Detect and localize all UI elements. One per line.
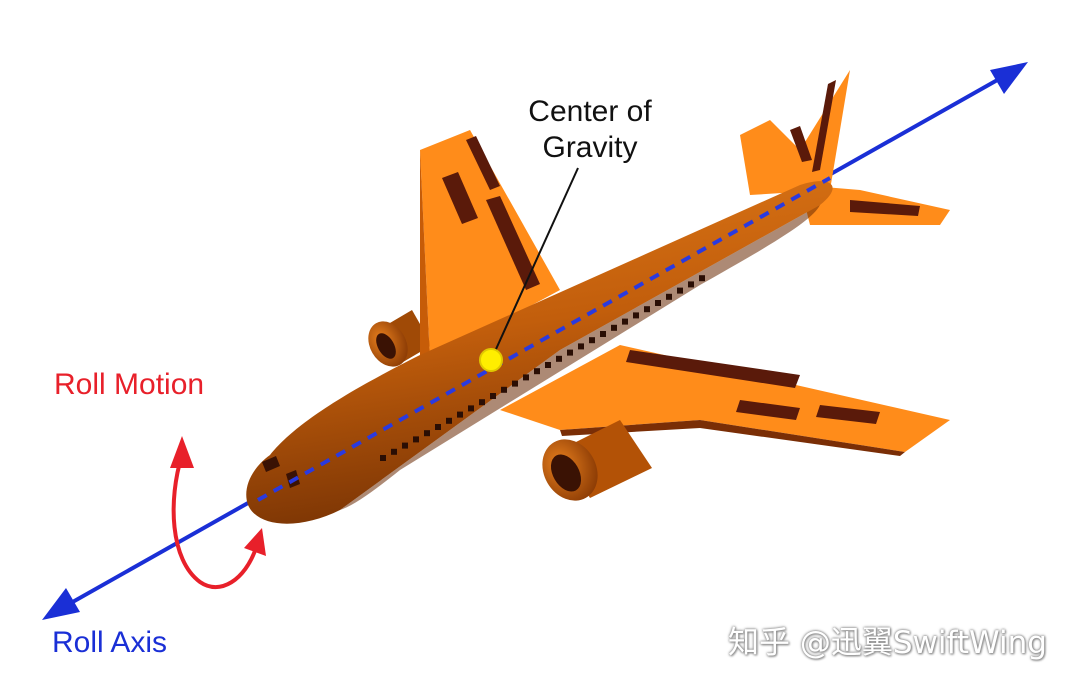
cabin-window	[666, 293, 672, 300]
cabin-window	[446, 417, 452, 424]
cabin-windows	[380, 275, 705, 461]
cabin-window	[391, 448, 397, 455]
cabin-window	[688, 281, 694, 288]
left-wing	[420, 130, 560, 362]
cabin-window	[468, 405, 474, 412]
roll-motion-label: Roll Motion	[54, 368, 205, 401]
cabin-window	[644, 306, 650, 313]
cabin-window	[677, 287, 683, 294]
cabin-window	[633, 312, 639, 319]
roll-axis-label: Roll Axis	[52, 626, 168, 659]
cabin-window	[424, 430, 430, 437]
cg-label-line1: Center of	[528, 95, 652, 128]
cabin-window	[545, 362, 551, 368]
cabin-window	[512, 380, 518, 387]
cabin-window	[611, 324, 617, 331]
cabin-window	[578, 343, 584, 350]
roll-axis-dashed	[257, 176, 831, 502]
axis-arrowhead-end	[990, 62, 1028, 94]
center-of-gravity-label: Center of Gravity	[500, 94, 680, 166]
cabin-window	[589, 337, 595, 344]
cabin-window	[567, 349, 573, 356]
cabin-window	[435, 424, 441, 430]
cabin-window	[699, 275, 705, 282]
cabin-window	[655, 300, 661, 306]
cabin-window	[523, 374, 529, 381]
watermark: 知乎 @迅翼SwiftWing	[728, 625, 1047, 661]
left-engine	[368, 310, 432, 367]
cg-label-line2: Gravity	[542, 131, 638, 164]
cabin-window	[413, 436, 419, 443]
cabin-window	[402, 442, 408, 449]
roll-motion-arrow	[170, 436, 266, 589]
tail	[740, 70, 950, 225]
fuselage	[246, 181, 833, 524]
cabin-window	[457, 411, 463, 418]
cabin-window	[556, 355, 562, 362]
cabin-window	[534, 368, 540, 375]
cabin-window	[600, 331, 606, 337]
cabin-window	[622, 318, 628, 325]
center-of-gravity-marker	[479, 348, 503, 372]
cabin-window	[380, 455, 386, 461]
cabin-window	[490, 393, 496, 399]
axis-arrowhead-start	[42, 588, 80, 620]
right-engine	[542, 420, 652, 501]
cabin-window	[479, 399, 485, 406]
cg-leader-line	[491, 167, 579, 359]
cabin-window	[501, 386, 507, 393]
